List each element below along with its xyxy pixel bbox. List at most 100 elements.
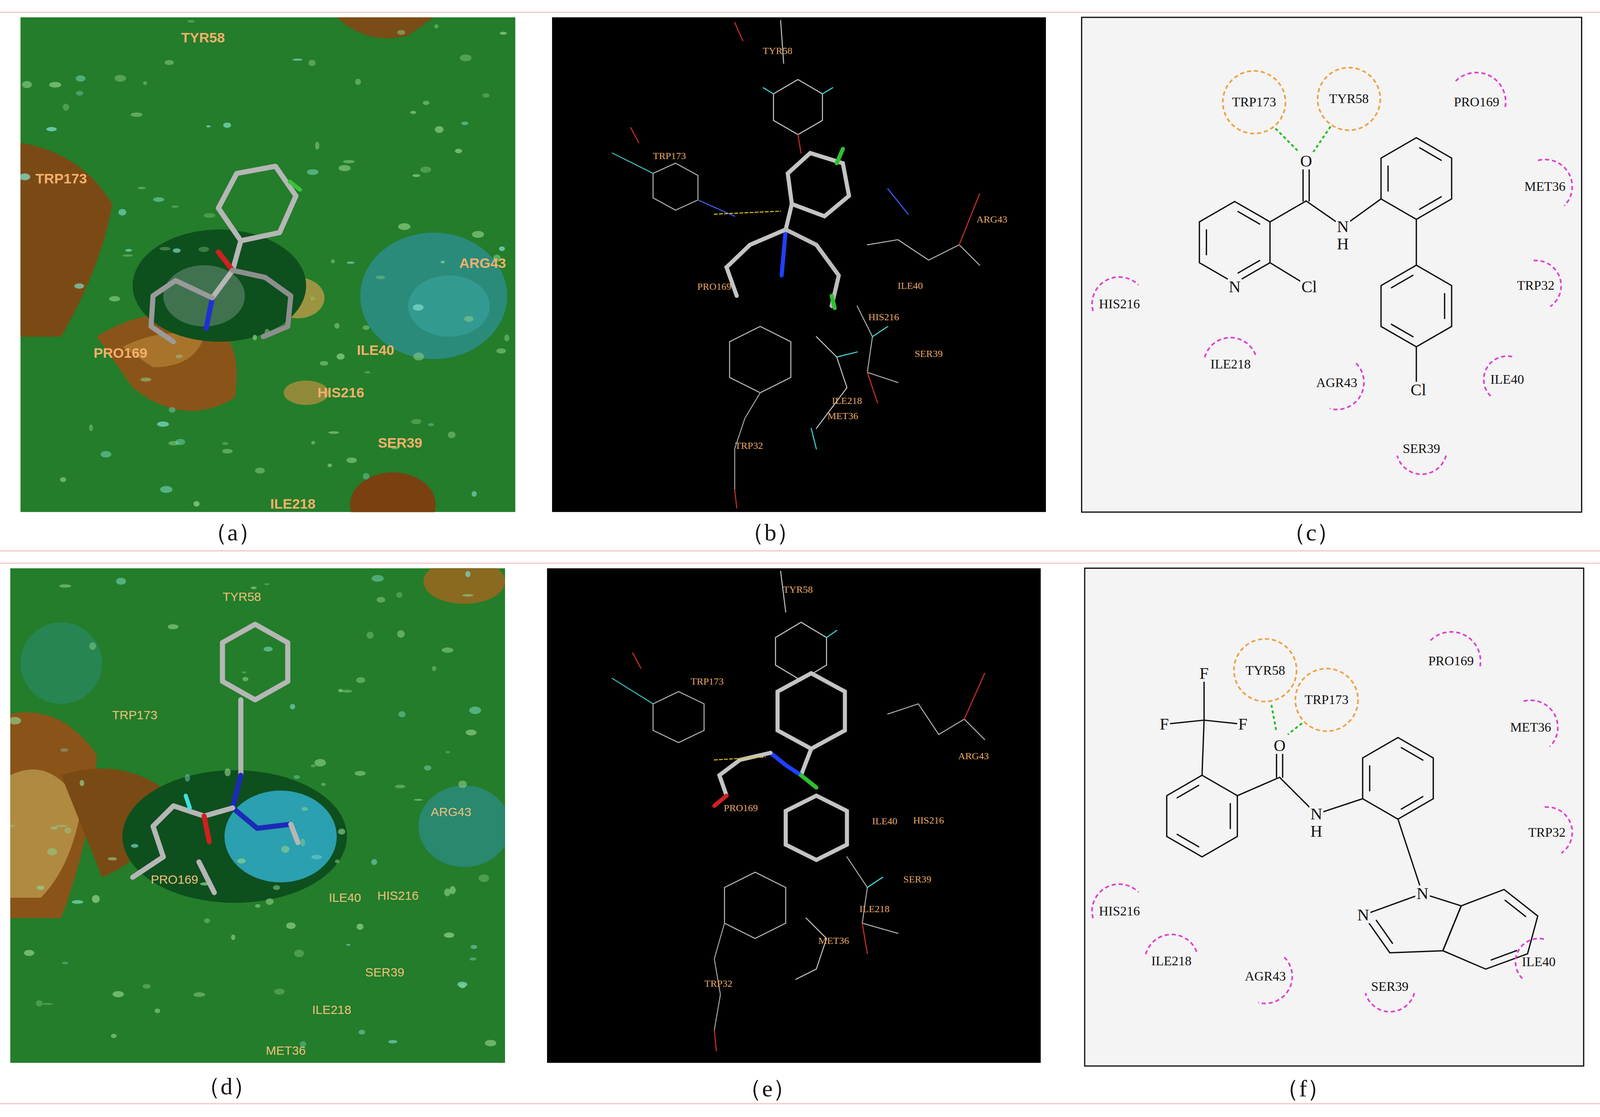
surface-speckle — [171, 205, 179, 208]
wireframe-view — [796, 918, 827, 980]
surface-speckle — [496, 348, 506, 354]
double-bond — [1491, 950, 1517, 961]
ring-bond — [1199, 201, 1270, 284]
surface-speckle — [356, 677, 366, 684]
wireframe-view — [846, 857, 898, 934]
residue-label: HIS216 — [317, 384, 365, 401]
surface-speckle — [394, 784, 406, 789]
surface-speckle — [464, 315, 474, 322]
contact-residue-arc: TRP32 — [1508, 258, 1563, 313]
chemical-structure — [1164, 137, 1538, 970]
residue-name: TRP173 — [1304, 692, 1349, 708]
residue-label: ARG43 — [430, 805, 472, 820]
double-bond — [1387, 166, 1389, 191]
surface-speckle — [21, 81, 32, 89]
residue-label: ILE40 — [871, 815, 898, 828]
surface-speckle — [311, 855, 322, 860]
atom-label: N — [1227, 278, 1243, 296]
surface-speckle — [50, 826, 58, 830]
surface-speckle — [346, 457, 357, 464]
residue-name: SER39 — [1402, 441, 1441, 456]
residue-label: TYR58 — [181, 29, 226, 46]
surface-speckle — [265, 898, 274, 905]
surface-speckle — [396, 592, 403, 598]
surface-speckle — [471, 491, 477, 497]
atom-label: F — [1237, 716, 1249, 733]
wireframe-view — [781, 229, 786, 276]
surface-speckle — [498, 246, 505, 252]
protein-surface — [350, 472, 436, 513]
surface-speckle — [364, 371, 371, 374]
residue-label: TRP173 — [653, 150, 687, 162]
protein-surface — [20, 17, 516, 513]
double-bond — [1238, 260, 1260, 273]
surface-speckle — [59, 584, 72, 588]
surface-speckle — [131, 843, 139, 848]
surface-speckle — [440, 260, 445, 264]
surface-speckle — [107, 857, 118, 861]
residue-label: MET36 — [818, 935, 850, 947]
atom-label: O — [1272, 737, 1287, 755]
surface-speckle — [91, 895, 100, 904]
surface-speckle — [125, 249, 132, 252]
surface-speckle — [441, 647, 454, 654]
surface-speckle — [143, 81, 148, 85]
surface-speckle — [164, 60, 174, 66]
residue-label: PRO169 — [723, 802, 759, 814]
surface-speckle — [114, 75, 127, 83]
dashed-circle — [1222, 70, 1286, 134]
surface-speckle — [61, 961, 69, 965]
panel-letter: （b） — [740, 516, 801, 549]
wireframe-view — [734, 22, 743, 41]
ligand-sticks — [206, 298, 213, 329]
surface-speckle — [397, 630, 405, 638]
surface-speckle — [10, 824, 16, 828]
surface-speckle — [152, 197, 165, 202]
surface-speckle — [445, 751, 450, 754]
wireframe-view — [653, 691, 705, 743]
surface-speckle — [184, 774, 190, 783]
surface-speckle — [167, 624, 179, 630]
residue-name: SER39 — [1371, 979, 1409, 994]
ligand-sticks — [218, 251, 233, 271]
double-bond — [1369, 765, 1371, 791]
atom-label: Cl — [1300, 278, 1319, 296]
double-bond — [1401, 796, 1423, 810]
residue-name: ILE40 — [1490, 372, 1525, 387]
wireframe-view — [801, 775, 817, 788]
surface-speckle — [346, 261, 355, 264]
surface-speckle — [168, 406, 176, 413]
atom-label: H — [1335, 235, 1351, 253]
surface-speckle — [122, 254, 133, 257]
dashed-arc — [1397, 455, 1447, 475]
surface-speckle — [89, 424, 94, 432]
ligand-sticks — [212, 270, 233, 299]
surface-speckle — [140, 377, 152, 382]
surface-speckle — [292, 58, 303, 61]
surface-speckle — [459, 984, 466, 989]
wireframe-view — [612, 678, 654, 705]
ring-bond — [1381, 265, 1452, 347]
surface-speckle — [469, 957, 477, 961]
wireframe-view — [773, 79, 823, 135]
residue-label: SER39 — [914, 348, 943, 360]
panel-letter: （e） — [737, 1072, 797, 1105]
wireframe-view — [552, 17, 1046, 513]
surface-speckle — [308, 59, 316, 66]
surface-speckle — [376, 596, 386, 603]
surface-speckle — [314, 758, 327, 767]
wireframe-view — [822, 87, 833, 94]
surface-speckle — [175, 354, 183, 358]
wireframe-view — [714, 1030, 717, 1051]
hbond-residue-circle: TRP173 — [1293, 667, 1360, 734]
wireframe-view — [798, 134, 802, 154]
surface-speckle — [112, 991, 125, 998]
ligand-sticks — [132, 624, 299, 893]
wireframe-view — [872, 326, 888, 337]
wireframe-view — [867, 239, 980, 266]
surface-speckle — [100, 451, 112, 458]
protein-surface — [20, 17, 516, 513]
surface-speckle — [42, 1003, 54, 1006]
wireframe-view — [867, 877, 883, 888]
protein-surface — [10, 570, 497, 1048]
